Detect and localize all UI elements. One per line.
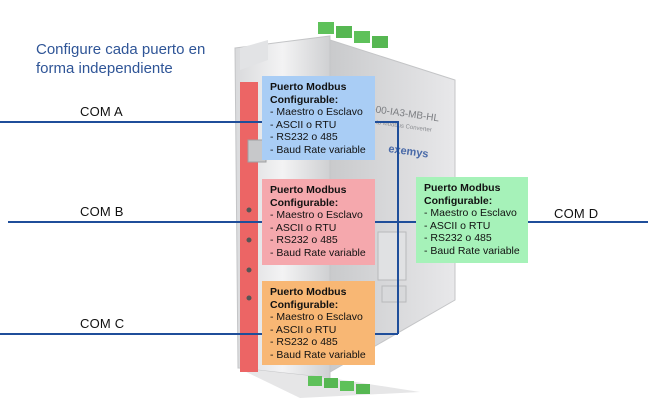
box-item: - RS232 o 485: [270, 131, 338, 144]
box-item: - ASCII o RTU: [270, 118, 337, 131]
connection-lines: [0, 121, 648, 335]
box-item: - Baud Rate variable: [424, 244, 520, 257]
box-item: - Baud Rate variable: [270, 246, 366, 259]
box-item: - Maestro o Esclavo: [424, 207, 517, 220]
label-com-c: COM C: [80, 316, 125, 331]
box-item: - RS232 o 485: [270, 336, 338, 349]
box-item: - ASCII o RTU: [270, 323, 337, 336]
port-box-d: Puerto Modbus Configurable: - Maestro o …: [416, 177, 528, 263]
box-item: - Maestro o Esclavo: [270, 209, 363, 222]
box-item: - Maestro o Esclavo: [270, 106, 363, 119]
box-title: Puerto Modbus: [270, 81, 347, 93]
top-terminals: [318, 22, 388, 48]
box-title: Puerto Modbus: [270, 286, 347, 298]
label-com-d: COM D: [554, 206, 599, 221]
port-box-a: Puerto Modbus Configurable: - Maestro o …: [262, 76, 375, 160]
intro-line-2: forma independiente: [36, 60, 173, 77]
box-item: - RS232 o 485: [424, 232, 492, 245]
box-title: Puerto Modbus: [424, 182, 501, 194]
label-com-a: COM A: [80, 104, 123, 119]
port-box-b: Puerto Modbus Configurable: - Maestro o …: [262, 179, 375, 265]
box-subtitle: Configurable:: [424, 194, 493, 207]
box-item: - ASCII o RTU: [270, 221, 337, 234]
box-title: Puerto Modbus: [270, 184, 347, 196]
intro-text: Configure cada puerto en forma independi…: [36, 40, 226, 78]
box-item: - Maestro o Esclavo: [270, 311, 363, 324]
intro-line-1: Configure cada puerto en: [36, 41, 206, 58]
box-item: - Baud Rate variable: [270, 348, 366, 361]
bottom-terminals: [308, 376, 370, 394]
box-subtitle: Configurable:: [270, 93, 339, 106]
box-subtitle: Configurable:: [270, 196, 339, 209]
port-box-c: Puerto Modbus Configurable: - Maestro o …: [262, 281, 375, 365]
box-subtitle: Configurable:: [270, 298, 339, 311]
box-item: - Baud Rate variable: [270, 143, 366, 156]
box-item: - ASCII o RTU: [424, 219, 491, 232]
box-item: - RS232 o 485: [270, 234, 338, 247]
label-com-b: COM B: [80, 204, 124, 219]
line-com-a: [0, 121, 399, 334]
